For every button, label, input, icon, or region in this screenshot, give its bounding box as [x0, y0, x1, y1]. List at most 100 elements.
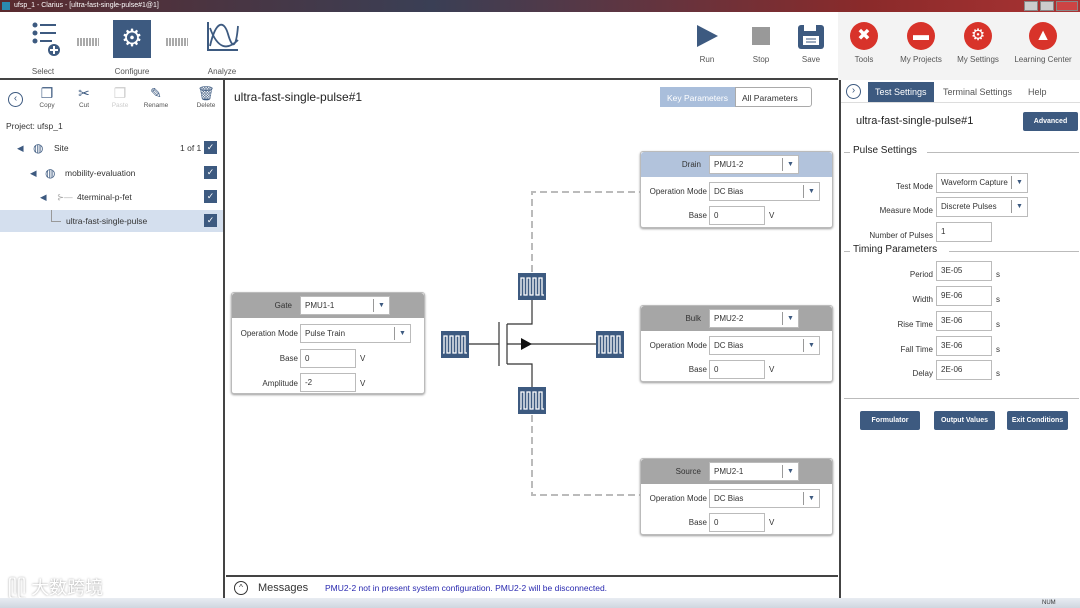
source-connection-line — [531, 415, 640, 496]
gate-amplitude-input[interactable]: -2 — [300, 373, 356, 392]
window-title: ufsp_1 - Clarius - [ultra-fast-single-pu… — [14, 2, 159, 9]
title-bar: ufsp_1 - Clarius - [ultra-fast-single-pu… — [0, 0, 1080, 12]
connection-lines — [531, 191, 640, 496]
value: 1 — [941, 227, 946, 236]
drain-base-input[interactable]: 0 — [709, 206, 765, 225]
value: PMU1-1 — [305, 301, 335, 310]
unit: s — [996, 295, 1000, 304]
bulk-instrument-select[interactable]: PMU2-2 ▼ — [709, 309, 799, 328]
chevron-down-icon: ▼ — [782, 158, 798, 171]
checkbox[interactable]: ✓ — [204, 190, 217, 203]
checkbox[interactable]: ✓ — [204, 214, 217, 227]
watermark: ᥫᥫ 大数跨境 — [8, 578, 104, 598]
value: 3E-06 — [941, 341, 963, 350]
expand-messages-button[interactable]: ^ — [234, 581, 248, 595]
maximize-button[interactable] — [1040, 1, 1054, 11]
tools-button[interactable]: ✖Tools — [846, 22, 882, 64]
source-label: Source — [675, 467, 701, 476]
paste-icon: ❐ — [113, 85, 127, 101]
tree-item-ultra-fast-single-pulse[interactable]: ultra-fast-single-pulse ✓ — [0, 210, 223, 232]
value: Discrete Pulses — [941, 202, 997, 211]
fall-input[interactable]: 3E-06 — [936, 336, 992, 356]
run-button[interactable]: Run — [690, 24, 724, 64]
stop-button[interactable]: Stop — [744, 24, 778, 64]
operation-mode-label: Operation Mode — [649, 494, 707, 503]
tab-all-parameters[interactable]: All Parameters — [735, 87, 812, 107]
configure-step[interactable]: ⚙ Configure — [108, 20, 156, 76]
test-mode-select[interactable]: Waveform Capture▼ — [936, 173, 1028, 193]
measure-mode-select[interactable]: Discrete Pulses▼ — [936, 197, 1028, 217]
pencil-icon: ✎ — [150, 85, 162, 101]
tab-key-parameters[interactable]: Key Parameters — [660, 87, 735, 107]
unit: s — [996, 345, 1000, 354]
tree-item-mobility-evaluation[interactable]: ◀ ◍ mobility-evaluation ✓ — [0, 162, 223, 184]
source-instrument-select[interactable]: PMU2-1▼ — [709, 462, 799, 481]
globe-search-icon: ◍ — [45, 166, 56, 180]
my-projects-button[interactable]: ▬My Projects — [897, 22, 945, 64]
paste-label: Paste — [111, 102, 129, 109]
copy-button[interactable]: ❐Copy — [33, 85, 61, 109]
tab-help[interactable]: Help — [1028, 87, 1047, 97]
rename-button[interactable]: ✎Rename — [142, 85, 170, 109]
period-label: Period — [909, 270, 933, 279]
value: 9E-06 — [941, 291, 963, 300]
tree-item-site[interactable]: ◀ ◍ Site 1 of 1 ✓ — [0, 137, 223, 159]
tree-connector — [51, 210, 61, 222]
checkbox[interactable]: ✓ — [204, 166, 217, 179]
tree-item-4terminal-p-fet[interactable]: ◀ ⊱— 4terminal-p-fet ✓ — [0, 186, 223, 208]
tab-test-settings[interactable]: Test Settings — [868, 82, 934, 102]
output-values-button[interactable]: Output Values — [934, 411, 995, 430]
gate-operation-mode-select[interactable]: Pulse Train▼ — [300, 324, 411, 343]
messages-bar: ^ Messages PMU2-2 not in present system … — [226, 575, 838, 598]
app-logo-icon — [2, 2, 10, 10]
chevron-down-icon: ▼ — [373, 299, 389, 312]
site-count: 1 of 1 — [180, 143, 202, 153]
copy-label: Copy — [39, 102, 55, 109]
delete-button[interactable]: 🗑Delete — [192, 85, 220, 109]
value: PMU2-2 — [714, 314, 744, 323]
my-settings-button[interactable]: ⚙My Settings — [954, 22, 1002, 64]
rise-input[interactable]: 3E-06 — [936, 311, 992, 331]
project-tree-panel: ‹ ❐Copy ✂Cut ❐Paste ✎Rename 🗑Delete Proj… — [0, 80, 225, 600]
drain-operation-mode-select[interactable]: DC Bias▼ — [709, 182, 820, 201]
gate-base-input[interactable]: 0 — [300, 349, 356, 368]
tab-terminal-settings[interactable]: Terminal Settings — [943, 87, 1013, 97]
select-step[interactable]: Select — [20, 20, 66, 76]
drain-instrument-select[interactable]: PMU1-2▼ — [709, 155, 799, 174]
num-pulses-input[interactable]: 1 — [936, 222, 992, 242]
expand-triangle-icon: ◀ — [40, 192, 47, 202]
bulk-base-input[interactable]: 0 — [709, 360, 765, 379]
advanced-button[interactable]: Advanced — [1023, 112, 1078, 131]
source-terminal-card: Source PMU2-1▼ Operation Mode DC Bias▼ B… — [640, 458, 833, 535]
source-operation-mode-select[interactable]: DC Bias▼ — [709, 489, 820, 508]
formulator-button[interactable]: Formulator — [860, 411, 920, 430]
device-icon: ⊱— — [57, 192, 73, 202]
period-input[interactable]: 3E-05 — [936, 261, 992, 281]
cut-button[interactable]: ✂Cut — [70, 85, 98, 109]
width-input[interactable]: 9E-06 — [936, 286, 992, 306]
save-button[interactable]: Save — [794, 24, 828, 64]
source-base-input[interactable]: 0 — [709, 513, 765, 532]
bulk-operation-mode-select[interactable]: DC Bias▼ — [709, 336, 820, 355]
close-button[interactable] — [1056, 1, 1078, 11]
chevron-down-icon: ▼ — [803, 185, 819, 198]
value: 2E-06 — [941, 365, 963, 374]
wrench-icon: ✖ — [850, 22, 878, 50]
chevron-down-icon: ▼ — [782, 312, 798, 325]
collapse-left-panel-button[interactable]: ‹ — [8, 92, 23, 107]
section-title: Timing Parameters — [853, 244, 938, 255]
tree-label: ultra-fast-single-pulse — [66, 216, 148, 226]
minimize-button[interactable] — [1024, 1, 1038, 11]
base-label: Base — [688, 518, 707, 527]
analyze-step[interactable]: Analyze — [200, 20, 244, 76]
exit-conditions-button[interactable]: Exit Conditions — [1007, 411, 1068, 430]
my-projects-label: My Projects — [900, 55, 942, 64]
delay-input[interactable]: 2E-06 — [936, 360, 992, 380]
collapse-right-panel-button[interactable]: › — [846, 84, 861, 99]
paste-button[interactable]: ❐Paste — [106, 85, 134, 109]
learning-center-button[interactable]: ▲Learning Center — [1010, 22, 1076, 64]
gate-instrument-select[interactable]: PMU1-1 ▼ — [300, 296, 390, 315]
site-checkbox[interactable]: ✓ — [204, 141, 217, 154]
fall-label: Fall Time — [900, 345, 933, 354]
status-bar: NUM — [0, 598, 1080, 608]
